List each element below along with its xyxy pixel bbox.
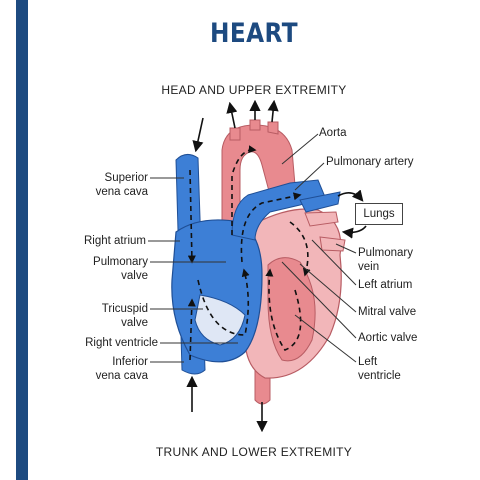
arch-branch-1: [229, 127, 241, 141]
label-pulmonary-artery: Pulmonary artery: [326, 156, 414, 168]
flow-right-ventricle: [197, 268, 250, 336]
leader-pulmonary-vein: [335, 243, 357, 254]
pulmonary-vein-upper: [304, 211, 339, 227]
leader-aorta: [281, 133, 319, 165]
leader-pulmonary-artery: [294, 162, 325, 191]
flow-left-ventricle: [265, 268, 302, 351]
label-left-atrium: Left atrium: [358, 279, 413, 291]
leader-left-atrium: [311, 239, 357, 286]
label-right-ventricle: Right ventricle: [85, 337, 158, 349]
label-mitral-valve: Mitral valve: [358, 306, 417, 318]
accent-bar: [16, 0, 28, 480]
leader-left-ventricle: [294, 314, 357, 363]
pulmonary-artery-branch: [299, 191, 341, 213]
arrow-into-svc: [192, 117, 204, 153]
flow-ivc: [187, 298, 196, 361]
arrow-up-3: [267, 99, 279, 123]
flow-svc: [187, 169, 196, 264]
flow-left-atrium: [289, 221, 311, 277]
label-right-atrium: Right atrium: [84, 235, 146, 247]
leader-mitral: [299, 263, 357, 313]
top-caption: HEAD AND UPPER EXTREMITY: [161, 83, 347, 97]
label-lungs: Lungs: [355, 203, 403, 225]
leader-aortic-valve: [281, 261, 357, 339]
arrow-to-lungs: [337, 189, 364, 202]
arch-branch-3: [267, 121, 279, 135]
pulmonary-vein-lower: [319, 236, 346, 252]
label-aortic-valve: Aortic valve: [358, 332, 418, 344]
arrow-from-lungs: [341, 225, 367, 239]
label-aorta: Aorta: [319, 127, 347, 139]
page-title: HEART: [209, 18, 299, 49]
flow-aorta: [231, 145, 257, 235]
bottom-caption: TRUNK AND LOWER EXTREMITY: [155, 445, 353, 459]
arrow-up-1: [226, 101, 238, 129]
flow-pulmonary: [240, 192, 302, 263]
arch-branch-2: [249, 119, 261, 131]
